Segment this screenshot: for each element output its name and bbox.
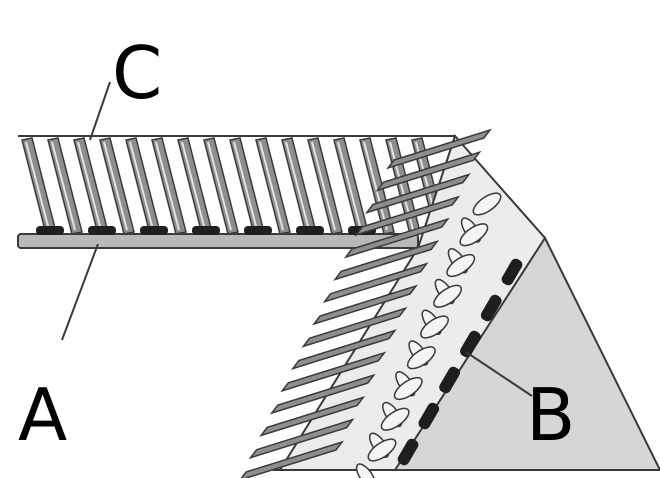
- chain-link: [355, 463, 377, 478]
- diagonal-chain-links: [355, 192, 502, 478]
- strand-highlight: [363, 141, 388, 231]
- strand-highlight: [155, 141, 180, 231]
- diagonal-bead: [439, 366, 460, 394]
- leader-line-c: [89, 81, 111, 141]
- diagonal-strand: [259, 396, 366, 437]
- diagonal-strand: [375, 150, 482, 192]
- diagonal-strand: [280, 351, 387, 393]
- chain-link: [420, 315, 449, 339]
- chain-link: [393, 376, 423, 401]
- strand-highlight: [207, 141, 232, 231]
- horizontal-beads: [36, 226, 376, 235]
- horizontal-bead: [192, 226, 220, 235]
- diagonal-strand: [333, 240, 440, 281]
- strand-highlight: [337, 141, 362, 231]
- strand-highlight: [51, 141, 76, 231]
- base-tape: [17, 233, 419, 249]
- horizontal-bead: [296, 226, 324, 235]
- horizontal-braid: [17, 135, 455, 249]
- diagonal-beads: [397, 258, 523, 466]
- horizontal-bead: [36, 226, 64, 235]
- strand-highlight: [285, 141, 310, 231]
- chain-link: [446, 253, 476, 278]
- strand-highlight: [311, 141, 336, 231]
- strand-highlight: [25, 141, 50, 231]
- diagonal-strand: [290, 329, 397, 370]
- diagonal-strand: [322, 262, 429, 304]
- chain-link: [433, 284, 463, 308]
- diagonal-bead: [460, 330, 481, 358]
- chain-link: [367, 438, 397, 462]
- chain-link: [472, 192, 502, 216]
- strand-highlight: [233, 141, 258, 231]
- chain-link: [406, 346, 436, 370]
- diagonal-bead: [418, 402, 440, 430]
- diagonal-strand: [301, 306, 408, 348]
- strand-highlight: [103, 141, 128, 231]
- leader-line-a: [61, 243, 99, 341]
- horizontal-bead: [244, 226, 272, 235]
- label-a: A: [18, 373, 67, 457]
- horizontal-bead: [140, 226, 168, 235]
- diagonal-bead: [397, 438, 419, 466]
- label-c: C: [112, 31, 162, 115]
- horizontal-bead: [88, 226, 116, 235]
- diagonal-strand: [386, 128, 492, 170]
- strand-highlight: [181, 141, 206, 231]
- strand-highlight: [77, 141, 102, 231]
- leader-line-b: [465, 351, 533, 397]
- chain-link: [380, 407, 410, 431]
- diagonal-strand: [312, 284, 418, 326]
- diagonal-strand: [364, 173, 471, 214]
- diagonal-strand: [248, 418, 355, 460]
- diagonal-bead: [480, 294, 502, 322]
- strand-highlight: [129, 141, 154, 231]
- diagonal-strand: [269, 373, 376, 415]
- diagonal-strand: [354, 195, 461, 237]
- diagonal-strands: [240, 128, 492, 478]
- label-b: B: [526, 373, 575, 457]
- chain-link: [459, 223, 489, 247]
- diagonal-strand: [343, 217, 450, 259]
- diagonal-bead: [501, 258, 523, 286]
- strand-highlight: [259, 141, 284, 231]
- diagonal-strand: [240, 440, 344, 478]
- diagonal-braid: [240, 128, 547, 478]
